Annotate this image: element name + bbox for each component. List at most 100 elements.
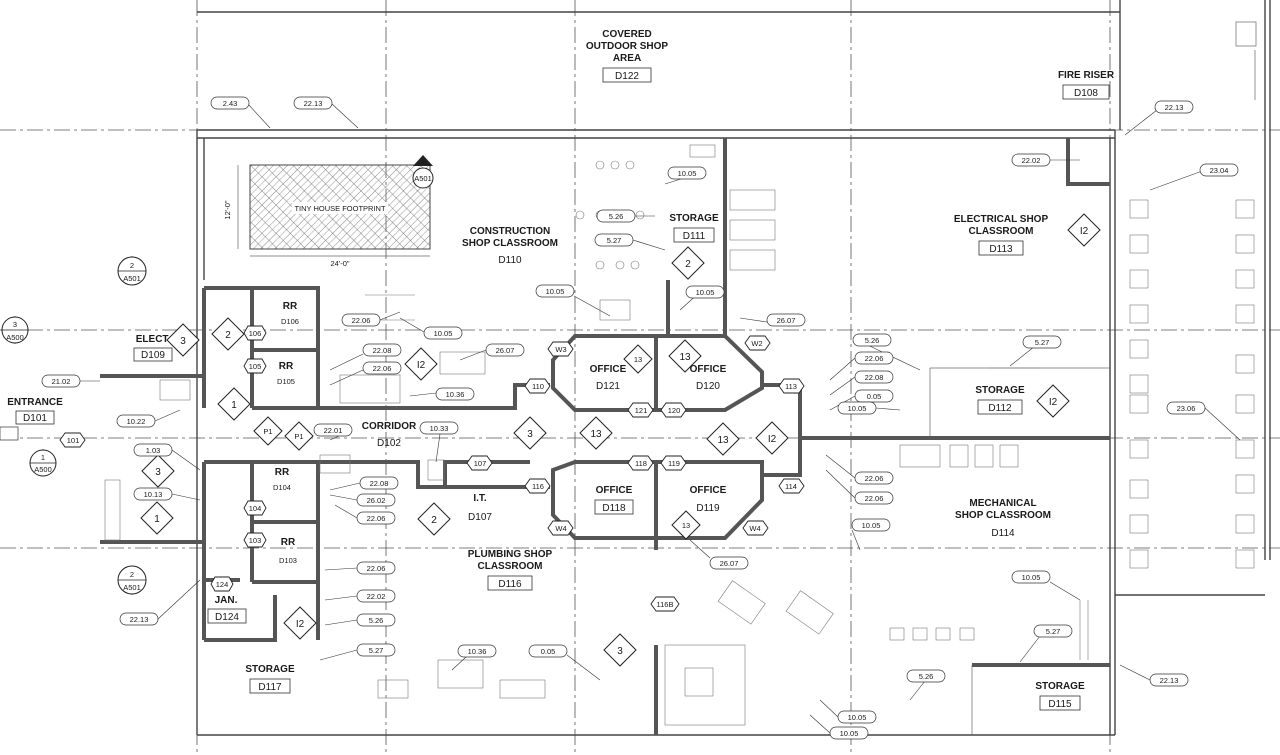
svg-text:D115: D115 — [1048, 699, 1072, 710]
svg-text:I.T.: I.T. — [473, 493, 487, 504]
room-d107: I.T. D107 — [468, 493, 492, 523]
svg-text:107: 107 — [474, 459, 487, 468]
svg-text:D102: D102 — [377, 438, 401, 449]
svg-text:22.13: 22.13 — [304, 99, 323, 108]
svg-text:114: 114 — [785, 482, 797, 491]
svg-text:22.06: 22.06 — [865, 354, 884, 363]
svg-text:22.06: 22.06 — [367, 564, 386, 573]
svg-text:0.05: 0.05 — [541, 647, 556, 656]
svg-text:2: 2 — [130, 261, 134, 270]
svg-text:13: 13 — [682, 521, 690, 530]
svg-text:104: 104 — [249, 504, 262, 513]
svg-text:23.04: 23.04 — [1210, 166, 1229, 175]
section-marker: 3 A500 — [1, 316, 29, 344]
svg-text:I2: I2 — [1049, 397, 1058, 408]
svg-text:110: 110 — [532, 382, 544, 391]
svg-text:106: 106 — [249, 329, 262, 338]
keynote-bubble: 22.02 — [324, 589, 396, 603]
svg-text:A500: A500 — [6, 333, 24, 342]
svg-text:10.05: 10.05 — [848, 404, 867, 413]
keynote-bubble: 22.13 — [293, 96, 359, 129]
diamond-tag: 3 — [513, 416, 547, 450]
svg-text:2.43: 2.43 — [223, 99, 238, 108]
diamond-tag: P1 — [284, 421, 314, 451]
keynote-bubble: 22.06 — [825, 454, 894, 485]
keynote-bubble: 0.05 — [528, 644, 601, 681]
svg-text:D104: D104 — [273, 483, 291, 492]
svg-text:3: 3 — [617, 646, 623, 657]
svg-text:D124: D124 — [215, 612, 239, 623]
room-d105: RR D105 — [277, 361, 295, 386]
keynote-bubble: 22.06 — [324, 561, 396, 575]
keynote-bubble: 22.06 — [334, 504, 396, 525]
svg-text:119: 119 — [668, 459, 680, 468]
svg-text:10.05: 10.05 — [840, 729, 859, 738]
svg-text:10.05: 10.05 — [848, 713, 867, 722]
diamond-tag: P1 — [253, 416, 283, 446]
svg-text:13: 13 — [679, 352, 691, 363]
door-tag: 101 — [59, 432, 86, 448]
tiny-house-label: TINY HOUSE FOOTPRINT — [294, 204, 386, 213]
diamond-tag: 13 — [671, 510, 701, 540]
svg-text:10.05: 10.05 — [678, 169, 697, 178]
diamond-tag: 13 — [706, 422, 740, 456]
svg-text:3: 3 — [13, 320, 17, 329]
svg-text:P1: P1 — [263, 427, 272, 436]
svg-text:D108: D108 — [1074, 88, 1098, 99]
keynote-bubble: 10.05 — [535, 284, 611, 317]
svg-text:D111: D111 — [683, 231, 706, 242]
keynote-bubble: 10.33 — [419, 421, 459, 463]
svg-text:22.01: 22.01 — [324, 426, 343, 435]
svg-text:OFFICE: OFFICE — [596, 485, 633, 496]
diamond-tag: 2 — [671, 246, 705, 280]
room-d109: ELECT. D109 — [133, 334, 173, 362]
svg-text:5.27: 5.27 — [369, 646, 384, 655]
svg-text:13: 13 — [717, 435, 729, 446]
door-tag: W2 — [744, 335, 771, 351]
svg-text:OFFICE: OFFICE — [690, 485, 727, 496]
door-tag: 121 — [627, 402, 654, 418]
svg-text:22.13: 22.13 — [130, 615, 149, 624]
svg-text:D121: D121 — [596, 381, 620, 392]
svg-text:D119: D119 — [696, 503, 720, 514]
svg-text:13: 13 — [590, 429, 602, 440]
keynote-bubble: 10.05 — [819, 699, 877, 724]
room-d114: MECHANICAL SHOP CLASSROOM D114 — [955, 498, 1051, 539]
svg-text:22.06: 22.06 — [352, 316, 371, 325]
room-d122: COVERED OUTDOOR SHOP AREA D122 — [586, 29, 668, 83]
svg-text:26.02: 26.02 — [367, 496, 386, 505]
svg-text:2: 2 — [130, 570, 134, 579]
diamond-tag: 1 — [140, 501, 174, 535]
door-tag: 114 — [778, 478, 805, 494]
svg-text:D110: D110 — [498, 255, 522, 266]
room-d115: STORAGE D115 — [1035, 681, 1085, 711]
diamond-tag: I2 — [404, 347, 438, 381]
svg-text:D109: D109 — [141, 350, 165, 361]
keynote-bubble: 22.06 — [329, 361, 402, 386]
svg-text:CLASSROOM: CLASSROOM — [478, 561, 543, 572]
edge-tag — [0, 426, 19, 441]
keynote-bubble: 5.27 — [319, 643, 396, 661]
svg-text:10.05: 10.05 — [434, 329, 453, 338]
svg-text:D122: D122 — [615, 71, 639, 82]
room-d111: STORAGE D111 — [669, 213, 719, 243]
diamond-tag: 1 — [217, 387, 251, 421]
keynote-bubble: 23.04 — [1149, 163, 1239, 191]
svg-text:RR: RR — [283, 301, 298, 312]
svg-text:2: 2 — [685, 259, 691, 270]
svg-text:2: 2 — [431, 515, 437, 526]
door-tag: 113 — [778, 378, 805, 394]
svg-text:26.07: 26.07 — [777, 316, 796, 325]
svg-text:JAN.: JAN. — [215, 595, 238, 606]
svg-text:1: 1 — [154, 514, 160, 525]
svg-text:STORAGE: STORAGE — [245, 664, 295, 675]
svg-text:5.27: 5.27 — [607, 236, 622, 245]
door-tag: 119 — [660, 455, 687, 471]
room-d112: STORAGE D112 — [975, 385, 1025, 415]
svg-text:A501: A501 — [123, 274, 141, 283]
diamond-tag: 3 — [603, 633, 637, 667]
svg-text:A501: A501 — [414, 174, 432, 183]
svg-text:22.08: 22.08 — [370, 479, 389, 488]
room-d106: RR D106 — [281, 301, 299, 326]
svg-text:A500: A500 — [34, 465, 52, 474]
